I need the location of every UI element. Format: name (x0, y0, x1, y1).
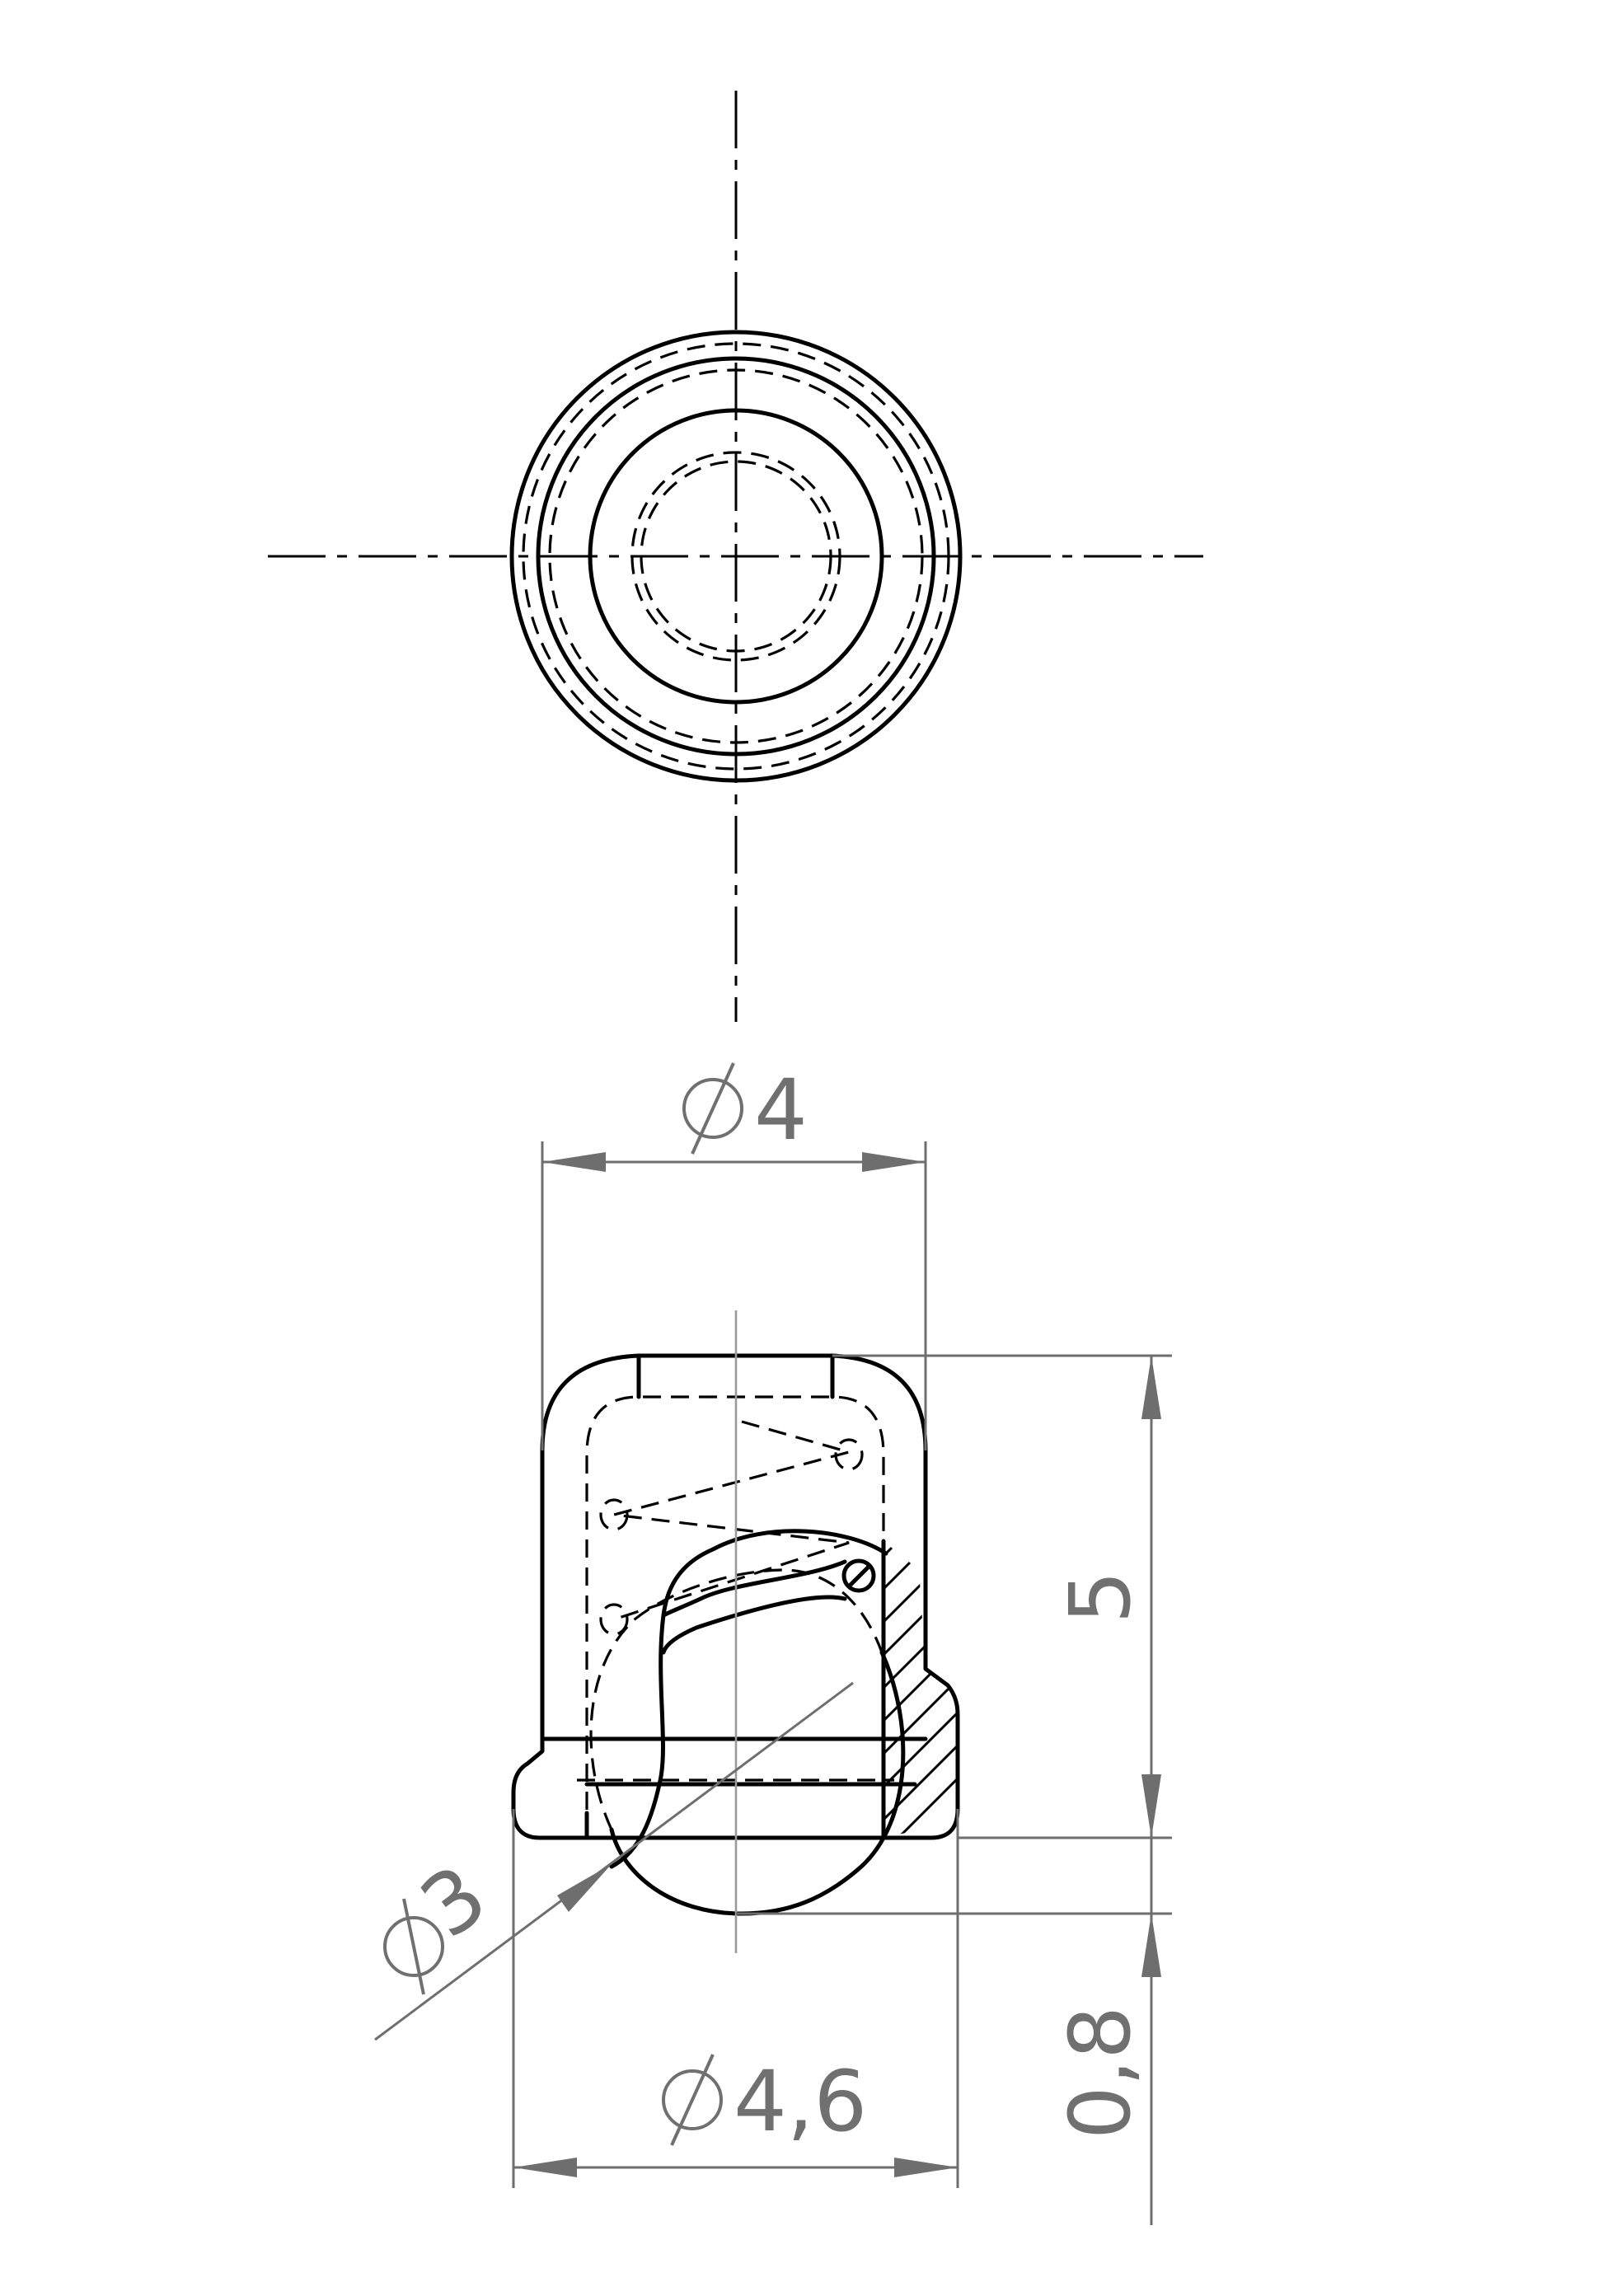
arrowhead (557, 1864, 612, 1912)
dimension-ball-protrusion: 0,8 (736, 1838, 1172, 2225)
outer-circle (509, 330, 963, 783)
dimension-flange-width: 4,6 (512, 1809, 959, 2188)
outer-hidden-circle (522, 342, 950, 771)
top-view (268, 91, 1203, 1022)
arrowhead (1141, 1774, 1161, 1838)
arrowhead (862, 1152, 926, 1172)
diameter-symbol (383, 1898, 444, 1995)
retaining-wire-return (661, 1595, 847, 1655)
dimension-text-top-width: 4 (754, 1061, 808, 1160)
arrowhead (1141, 1356, 1161, 1419)
retaining-wire-inner (661, 1559, 847, 1618)
spring-coil-end (599, 1603, 629, 1636)
spring-hidden (613, 1420, 855, 1621)
ball-hidden-circle (630, 451, 841, 662)
dimension-height: 5 (832, 1354, 1172, 1839)
side-view (511, 1310, 960, 1953)
spring-coil-end (599, 1498, 629, 1531)
dimension-top-width: 4 (541, 1061, 927, 1450)
dimension-text-height: 5 (1052, 1571, 1150, 1624)
dimension-ball: 3 (374, 1681, 854, 2041)
ball-outline (609, 1650, 906, 1916)
ball-hidden-arc (589, 1568, 884, 1830)
arrowhead (513, 2158, 577, 2177)
inner-hidden-circle (640, 460, 832, 653)
arrowhead (894, 2158, 958, 2177)
dimension-text-flange-width: 4,6 (734, 2053, 867, 2151)
dimension-text-ball: 3 (404, 1847, 504, 1957)
diameter-symbol (662, 2054, 723, 2146)
bore-circle (588, 408, 884, 705)
leader-line (374, 1681, 854, 2041)
wire-end-circle (841, 1558, 876, 1593)
body-hidden-circle (548, 368, 924, 744)
wire-end-hatch (846, 1563, 872, 1589)
dimension-text-ball-protrusion: 0,8 (1052, 2006, 1150, 2139)
arrowhead (542, 1152, 606, 1172)
diameter-symbol (682, 1062, 743, 1155)
body-outline (511, 1353, 960, 1840)
arrowhead (1141, 1914, 1161, 1977)
body-circle (536, 356, 936, 757)
spring-coil-end (834, 1438, 864, 1471)
